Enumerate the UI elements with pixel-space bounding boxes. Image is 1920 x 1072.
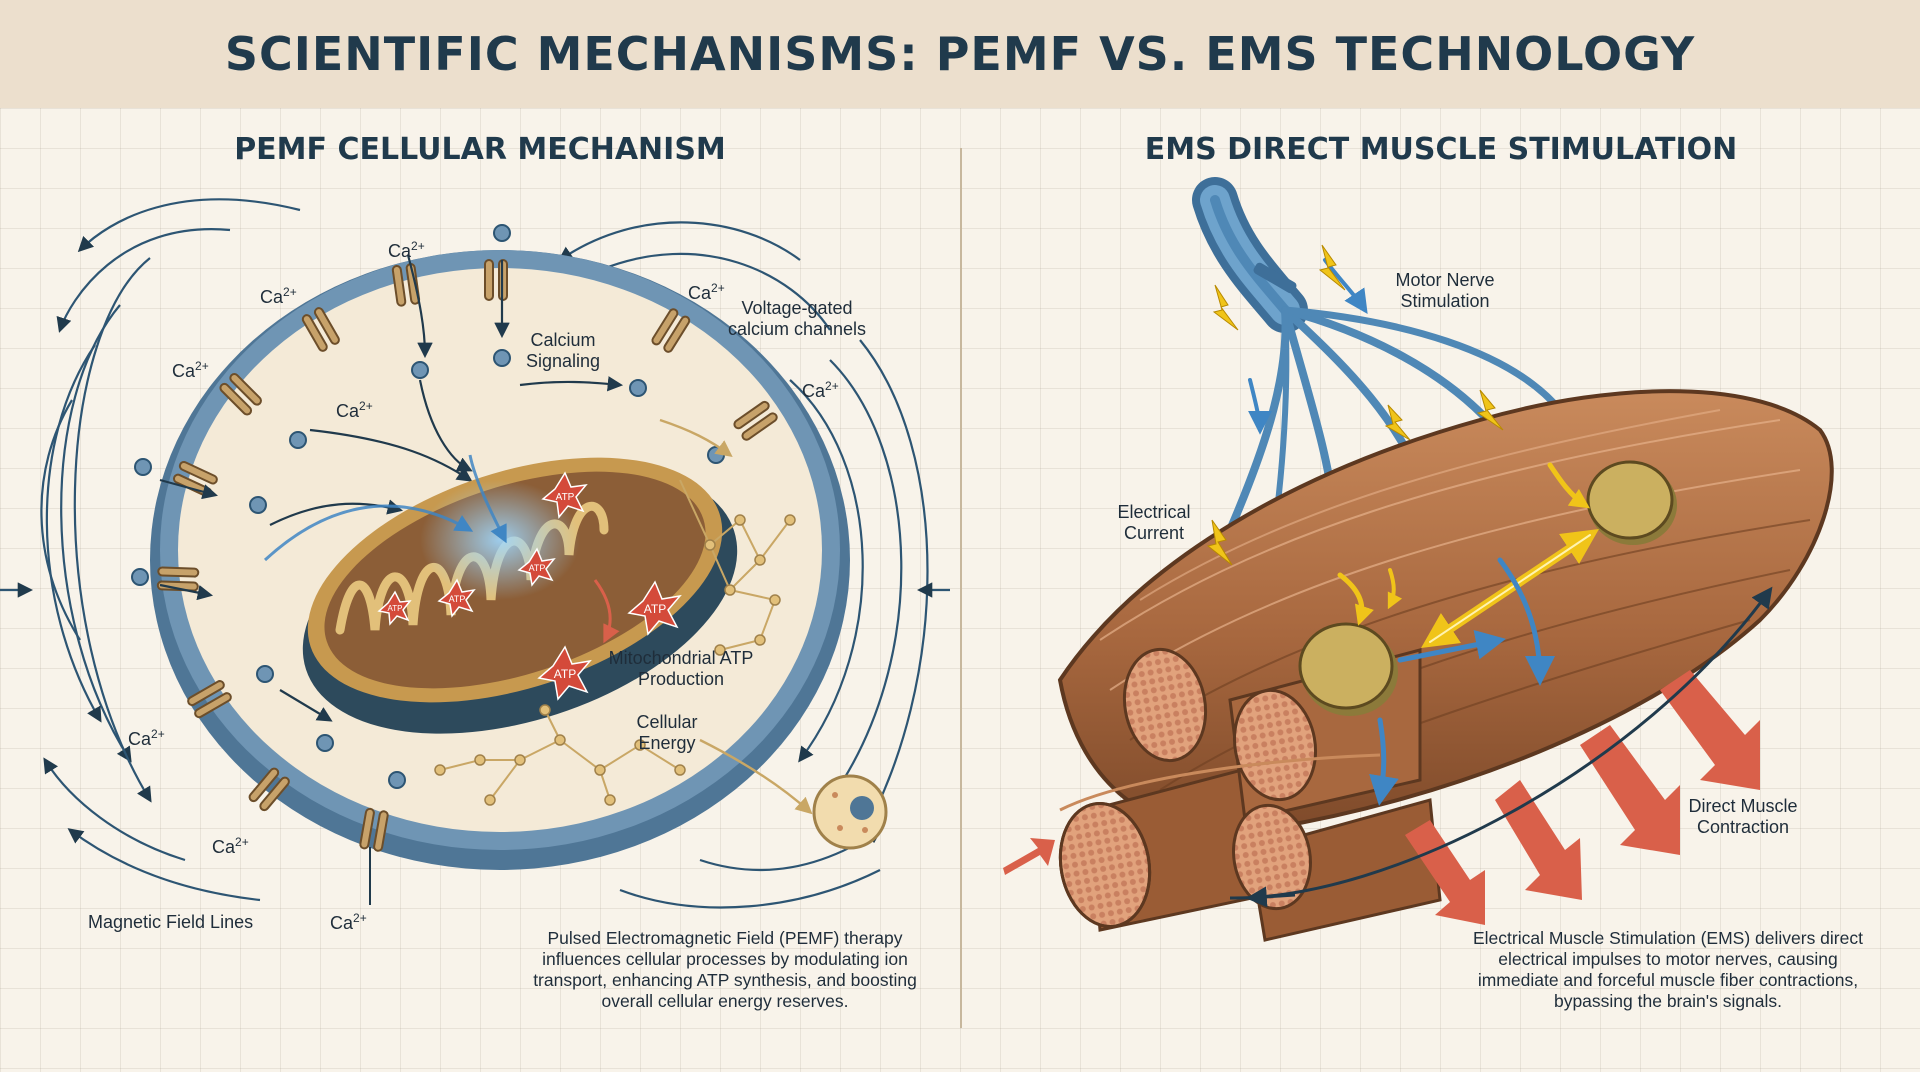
ca-ion-label: Ca2+	[330, 911, 367, 933]
motor-nerve-stimulation-label: Motor Nerve Stimulation	[1395, 270, 1495, 311]
direct-muscle-contraction-label: Direct Muscle Contraction	[1688, 796, 1798, 837]
magnetic-field-lines	[0, 198, 950, 909]
energized-cell	[812, 774, 888, 850]
energy-nodes	[434, 514, 796, 806]
ca-ion-label: Ca2+	[802, 379, 839, 401]
panel-divider	[960, 148, 962, 1028]
atp-output-arrow	[593, 579, 620, 644]
electrical-current-label: Electrical Current	[1117, 502, 1191, 543]
lightning-sparks	[1206, 244, 1504, 566]
ca-ion-label: Ca2+	[260, 285, 297, 307]
calcium-signaling-label: Calcium Signaling	[525, 330, 601, 371]
atp-label: ATP	[556, 492, 575, 503]
ems-panel-title: EMS DIRECT MUSCLE STIMULATION	[1144, 132, 1738, 167]
ca-ion-label: Ca2+	[128, 727, 165, 749]
atp-label: ATP	[554, 667, 576, 681]
contraction-direction-tail	[1245, 886, 1296, 908]
cellular-energy-label: Cellular Energy	[636, 712, 698, 753]
mitochondrial-atp-label: Mitochondrial ATP Production	[608, 648, 754, 689]
ems-description: Electrical Muscle Stimulation (EMS) deli…	[1473, 928, 1863, 1011]
field-energy-beams	[263, 454, 507, 562]
ca-ion-label: Ca2+	[688, 281, 725, 303]
ca-ion-label: Ca2+	[172, 359, 209, 381]
page-title: SCIENTIFIC MECHANISMS: PEMF VS. EMS TECH…	[224, 27, 1696, 81]
contraction-direction-arrow	[1229, 586, 1773, 900]
ca-ion-label: Ca2+	[388, 239, 425, 261]
magnetic-field-lines-label: Magnetic Field Lines	[88, 912, 254, 932]
voltage-gated-channels-label: Voltage-gated calcium channels	[727, 298, 867, 339]
atp-badges: ATP ATP ATP ATP ATP ATP	[377, 471, 682, 701]
electrode-pads	[1298, 460, 1677, 716]
atp-label: ATP	[449, 594, 466, 604]
atp-label: ATP	[529, 563, 546, 573]
nerve-clamp	[1253, 262, 1297, 294]
ca-ion-label: Ca2+	[212, 835, 249, 857]
calcium-ions	[131, 224, 725, 789]
pemf-panel-title: PEMF CELLULAR MECHANISM	[234, 132, 726, 167]
atp-label: ATP	[388, 604, 403, 613]
pemf-description: Pulsed Electromagnetic Field (PEMF) ther…	[533, 928, 917, 1011]
ca-ion-label: Ca2+	[336, 399, 373, 421]
atp-label: ATP	[644, 602, 666, 616]
current-arrows	[1247, 258, 1599, 806]
header-banner: SCIENTIFIC MECHANISMS: PEMF VS. EMS TECH…	[0, 0, 1920, 108]
energy-arrows	[659, 418, 813, 815]
